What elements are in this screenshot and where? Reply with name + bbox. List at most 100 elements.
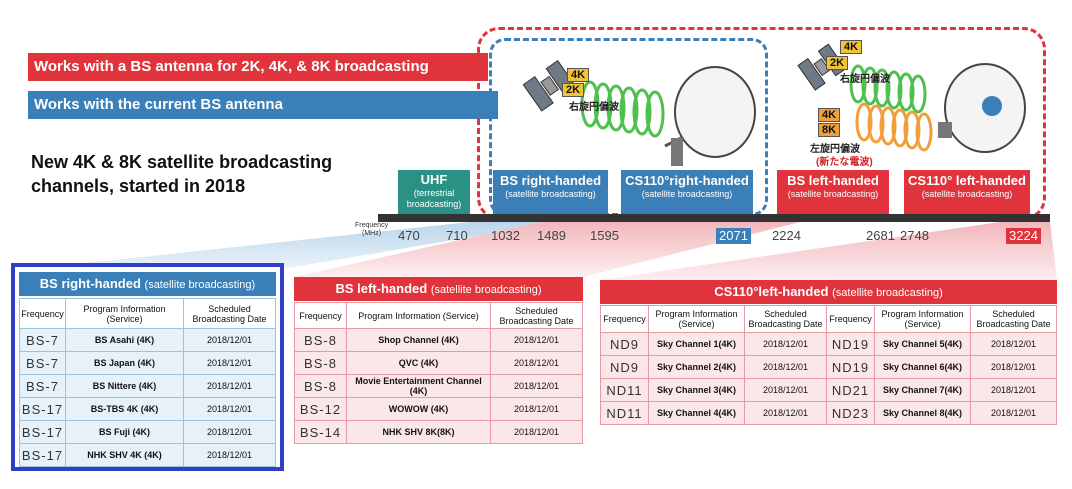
header-frequency: Frequency [19, 298, 66, 329]
cell-program: Sky Channel 1(4K) [648, 332, 745, 356]
label-left-polarization: 左旋円偏波 [810, 144, 860, 155]
label-2k: 2K [562, 83, 585, 97]
cell-program: NHK SHV 8K(8K) [346, 420, 491, 444]
headline: New 4K & 8K satellite broadcasting chann… [31, 150, 371, 198]
cell-date: 2018/12/01 [183, 443, 276, 467]
axis-tick-highlight-blue: 2071 [716, 228, 751, 244]
header-date: Scheduled Broadcasting Date [183, 298, 276, 329]
band-cs110-right-handed: CS110°right-handed (satellite broadcasti… [621, 170, 753, 214]
table-header-row: Frequency Program Information (Service) … [19, 298, 276, 329]
cell-frequency: BS-12 [294, 397, 347, 421]
cell-program: BS Fuji (4K) [65, 420, 184, 444]
cell-frequency: ND19 [826, 355, 875, 379]
table-subtitle: (satellite broadcasting) [430, 284, 542, 296]
header-frequency: Frequency [826, 305, 875, 333]
signal-wave-icon [849, 64, 933, 152]
table-title: BS left-handed [335, 281, 428, 296]
cell-frequency: ND9 [600, 332, 649, 356]
cell-date: 2018/12/01 [744, 378, 827, 402]
cell-frequency: BS-17 [19, 420, 66, 444]
dish-antenna-icon [938, 63, 1026, 153]
band-subtitle: (satellite broadcasting) [505, 189, 596, 199]
cell-date: 2018/12/01 [970, 355, 1057, 379]
bs-right-handed-table: Frequency Program Information (Service) … [19, 298, 276, 467]
cell-program: WOWOW (4K) [346, 397, 491, 421]
cell-date: 2018/12/01 [490, 397, 583, 421]
label-8k: 8K [818, 123, 841, 137]
label-4k: 4K [567, 68, 590, 82]
headline-line-1: New 4K & 8K satellite broadcasting [31, 152, 333, 172]
cell-frequency: ND21 [826, 378, 875, 402]
cell-program: NHK SHV 4K (4K) [65, 443, 184, 467]
cell-program: Sky Channel 2(4K) [648, 355, 745, 379]
cell-date: 2018/12/01 [744, 332, 827, 356]
cell-frequency: ND11 [600, 401, 649, 425]
band-subtitle: (satellite broadcasting) [921, 189, 1013, 199]
headline-line-2: channels, started in 2018 [31, 176, 246, 196]
cell-date: 2018/12/01 [490, 374, 583, 398]
frequency-axis [378, 214, 1050, 222]
cell-program: Sky Channel 3(4K) [648, 378, 745, 402]
label-4k-upper: 4K [840, 40, 863, 54]
cell-frequency: BS-7 [19, 351, 66, 375]
band-title: UHF [420, 172, 448, 187]
banner-bs-antenna-2k4k8k: Works with a BS antenna for 2K, 4K, & 8K… [28, 53, 488, 81]
cell-frequency: BS-17 [19, 443, 66, 467]
cell-frequency: ND19 [826, 332, 875, 356]
band-title: BS left-handed [787, 173, 879, 188]
cell-frequency: ND23 [826, 401, 875, 425]
cell-frequency: BS-7 [19, 328, 66, 352]
axis-tick: 2224 [772, 228, 801, 243]
cell-program: BS-TBS 4K (4K) [65, 397, 184, 421]
cell-date: 2018/12/01 [744, 355, 827, 379]
cell-date: 2018/12/01 [183, 328, 276, 352]
table-subtitle: (satellite broadcasting) [144, 279, 256, 291]
cell-date: 2018/12/01 [183, 420, 276, 444]
header-date: Scheduled Broadcasting Date [490, 302, 583, 329]
band-uhf: UHF (terrestrial broadcasting) [398, 170, 470, 214]
frequency-axis-title: Frequency [355, 222, 389, 229]
table-title: BS right-handed [39, 276, 141, 291]
axis-tick-highlight-red: 3224 [1006, 228, 1041, 244]
band-subtitle: (satellite broadcasting) [787, 189, 879, 199]
wedge-cs-left [600, 222, 1057, 280]
axis-tick: 470 [398, 228, 420, 243]
header-frequency: Frequency [600, 305, 649, 333]
cell-program: Sky Channel 7(4K) [874, 378, 971, 402]
cell-date: 2018/12/01 [970, 401, 1057, 425]
cell-date: 2018/12/01 [183, 351, 276, 375]
cell-date: 2018/12/01 [970, 332, 1057, 356]
header-date: Scheduled Broadcasting Date [744, 305, 827, 333]
cell-frequency: BS-8 [294, 328, 347, 352]
band-bs-right-handed: BS right-handed (satellite broadcasting) [493, 170, 608, 214]
axis-tick: 1489 [537, 228, 566, 243]
axis-tick: 710 [446, 228, 468, 243]
axis-tick: 1595 [590, 228, 619, 243]
label-right-polarization: 右旋円偏波 [840, 74, 890, 85]
cell-frequency: BS-14 [294, 420, 347, 444]
table-header-row: Frequency Program Information (Service) … [294, 302, 583, 329]
cell-program: BS Japan (4K) [65, 351, 184, 375]
table-header-row: Frequency Program Information (Service) … [600, 305, 1057, 333]
cs110-left-handed-table: Frequency Program Information (Service) … [600, 305, 1057, 425]
band-cs110-left-handed: CS110° left-handed (satellite broadcasti… [904, 170, 1030, 214]
cell-frequency: BS-7 [19, 374, 66, 398]
axis-tick: 2681 [866, 228, 895, 243]
cell-frequency: BS-8 [294, 351, 347, 375]
cell-program: Sky Channel 8(4K) [874, 401, 971, 425]
bs-left-handed-table: Frequency Program Information (Service) … [294, 302, 583, 444]
band-title: BS right-handed [499, 173, 602, 188]
cell-program: BS Nittere (4K) [65, 374, 184, 398]
